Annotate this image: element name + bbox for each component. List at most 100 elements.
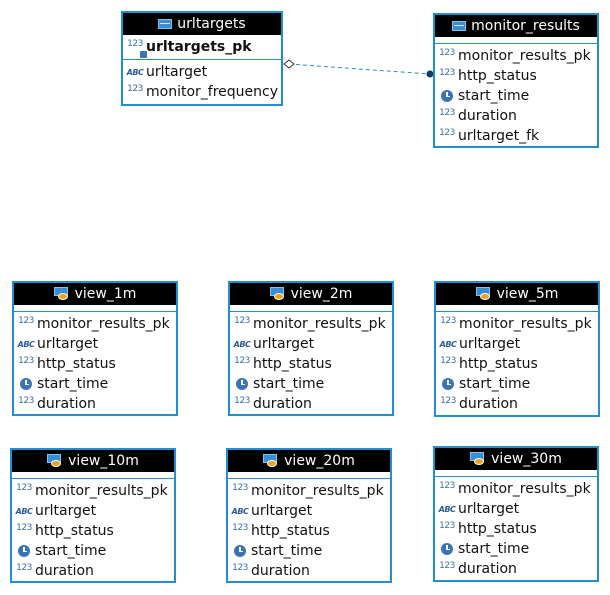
field-label: duration: [35, 563, 94, 579]
field-label: start_time: [35, 543, 107, 559]
field-row[interactable]: 123 monitor_results_pk: [435, 46, 597, 66]
text-type-icon: ABC: [438, 504, 456, 514]
clock-icon: [438, 378, 458, 390]
field-row[interactable]: start_time: [436, 374, 598, 394]
entity-header[interactable]: view_10m: [12, 450, 174, 472]
primary-key-icon: 123: [125, 39, 147, 58]
entity-header[interactable]: urltargets: [123, 13, 281, 35]
numeric-type-icon: 123: [16, 563, 32, 573]
numeric-type-icon: 123: [439, 128, 455, 138]
numeric-type-icon: 123: [440, 396, 456, 406]
entity-title: view_20m: [284, 453, 355, 469]
table-icon: [452, 21, 467, 31]
field-row[interactable]: 123 monitor_frequency: [123, 82, 281, 102]
field-row[interactable]: start_time: [228, 541, 390, 561]
clock-icon: [437, 90, 457, 102]
entity-urltargets[interactable]: urltargets 123 urltargets_pk ABC urltarg…: [121, 11, 283, 106]
numeric-type-icon: 123: [18, 356, 34, 366]
field-label: http_status: [459, 356, 538, 372]
numeric-type-icon: 123: [234, 316, 250, 326]
text-type-icon: ABC: [233, 339, 251, 349]
field-label: duration: [37, 396, 96, 412]
field-row[interactable]: 123 http_status: [435, 66, 597, 86]
field-label: monitor_results_pk: [458, 481, 591, 497]
numeric-type-icon: 123: [440, 316, 456, 326]
numeric-type-icon: 123: [439, 68, 455, 78]
entity-header[interactable]: view_20m: [228, 450, 390, 472]
entity-header[interactable]: view_5m: [436, 283, 598, 305]
entity-header[interactable]: monitor_results: [435, 15, 597, 37]
numeric-type-icon: 123: [439, 481, 455, 491]
numeric-type-icon: 123: [16, 523, 32, 533]
field-row[interactable]: 123 urltarget_fk: [435, 126, 597, 146]
field-label: duration: [458, 561, 517, 577]
clock-icon: [437, 543, 457, 555]
field-label: urltarget: [251, 503, 313, 519]
numeric-type-icon: 123: [439, 108, 455, 118]
field-row[interactable]: start_time: [435, 86, 597, 106]
entity-header[interactable]: view_1m: [14, 283, 176, 305]
field-label: start_time: [37, 376, 109, 392]
numeric-type-icon: 123: [232, 563, 248, 573]
relationship-diamond: [283, 59, 295, 69]
entity-header[interactable]: view_2m: [230, 283, 392, 305]
field-label: duration: [459, 396, 518, 412]
field-label: urltarget: [458, 501, 520, 517]
entity-title: view_10m: [68, 453, 139, 469]
numeric-type-icon: 123: [18, 396, 34, 406]
field-label: start_time: [458, 541, 530, 557]
numeric-type-icon: 123: [234, 356, 250, 366]
field-label: urltarget: [37, 336, 99, 352]
table-icon: [158, 19, 173, 29]
field-row[interactable]: start_time: [14, 374, 176, 394]
entity-title: view_5m: [496, 286, 559, 302]
field-row[interactable]: 123 duration: [435, 106, 597, 126]
field-row[interactable]: start_time: [435, 539, 597, 559]
view-icon: [263, 454, 279, 468]
field-row[interactable]: ABC urltarget: [123, 62, 281, 82]
field-label: urltarget: [253, 336, 315, 352]
field-row[interactable]: start_time: [12, 541, 174, 561]
field-label: monitor_results_pk: [35, 483, 168, 499]
field-row[interactable]: start_time: [230, 374, 392, 394]
field-label: monitor_results_pk: [459, 316, 592, 332]
entity-header[interactable]: view_30m: [435, 448, 597, 470]
entity-monitor_results[interactable]: monitor_results 123 monitor_results_pk 1…: [433, 13, 599, 148]
text-type-icon: ABC: [17, 339, 35, 349]
view-icon: [475, 287, 492, 301]
field-label: http_status: [37, 356, 116, 372]
entity-title: monitor_results: [471, 18, 580, 34]
field-row[interactable]: 123 urltargets_pk: [123, 37, 281, 58]
